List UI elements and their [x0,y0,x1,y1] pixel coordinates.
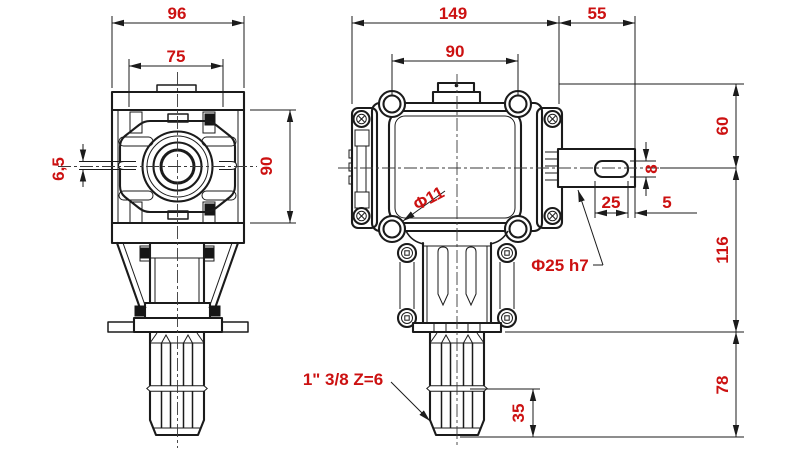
dim-front-90: 90 [250,109,296,224]
dim-front-96: 96 [111,4,245,88]
dim-label-front-90: 90 [257,157,276,176]
dim-label-96: 96 [168,4,187,23]
dim-label-8: 8 [642,164,661,173]
dim-label-side-90: 90 [446,42,465,61]
dim-side-55: 55 [559,4,636,218]
dim-label-55: 55 [588,4,607,23]
dim-side-5: 5 [635,193,697,217]
dim-label-116: 116 [713,236,732,263]
dim-label-149: 149 [439,4,467,23]
dim-side-116: 116 [505,168,744,333]
dim-side-78: 78 [460,332,744,438]
dim-label-75: 75 [167,47,186,66]
dim-label-78: 78 [713,376,732,395]
dim-side-25: 25 [594,181,629,218]
dim-label-6-5: 6,5 [49,157,68,181]
front-view: 96 75 6,5 90 [49,4,296,448]
dim-label-phi11: Φ11 [410,183,447,215]
dim-spline-callout: 1" 3/8 Z=6 [303,370,431,422]
dim-label-phi25h7: Φ25 h7 [531,256,588,275]
dim-side-60: 60 [559,83,744,168]
dim-side-90: 90 [391,42,519,96]
side-housing [370,81,544,244]
dim-side-149: 149 [351,4,560,104]
dim-label-35: 35 [509,404,528,423]
dim-side-phi25: Φ25 h7 [531,189,604,275]
filler-plug [431,90,482,105]
dim-side-35: 35 [470,388,540,437]
dim-label-5: 5 [662,193,671,212]
dim-front-6-5: 6,5 [49,144,133,187]
dim-label-60: 60 [713,117,732,136]
bell-bolt-pads [396,242,518,329]
dim-side-8: 8 [630,142,736,196]
side-view: 149 55 90 Φ11 60 8 [303,4,744,448]
dim-front-75: 75 [128,47,224,107]
front-bell-cone [107,241,249,334]
dim-side-phi11: Φ11 [402,183,447,222]
dim-label-pto-spline: 1" 3/8 Z=6 [303,370,383,389]
dim-label-25: 25 [602,193,621,212]
side-right-flange [535,106,564,230]
